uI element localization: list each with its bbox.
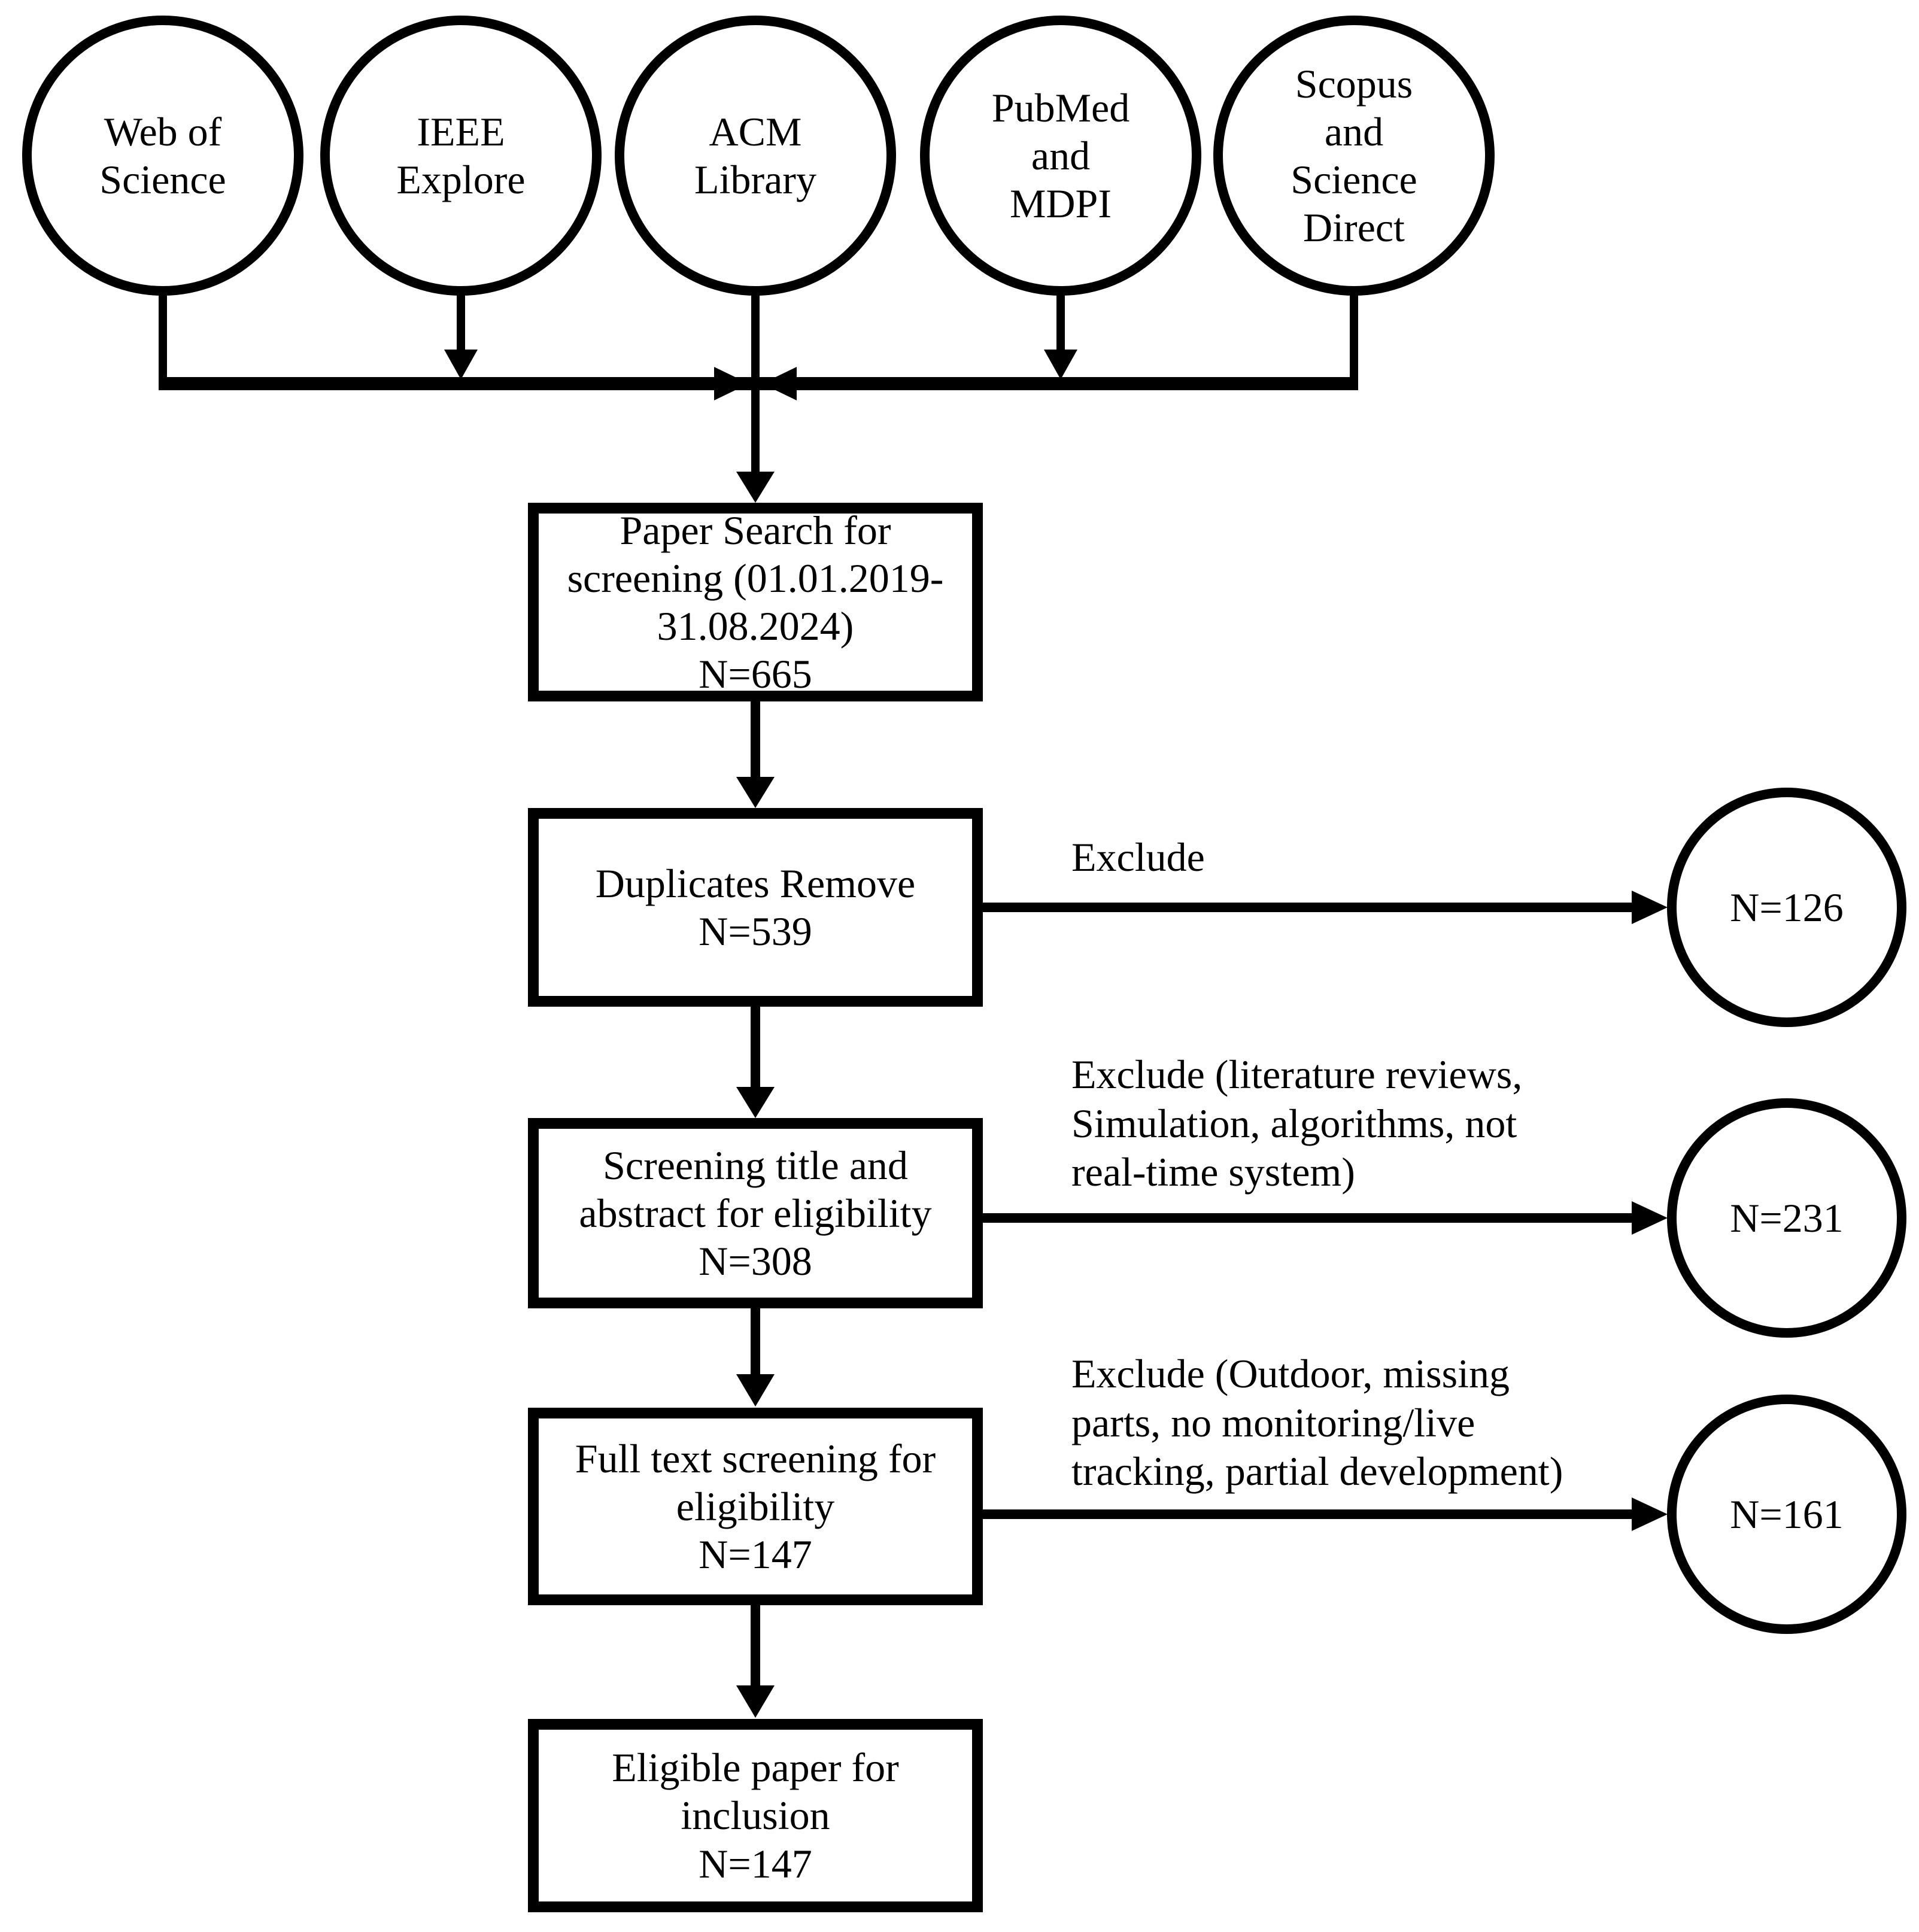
stage-label-duplicates-remove: Duplicates Remove N=539 [595,860,916,954]
exclusion-label-title-screen: Exclude (literature reviews, Simulation,… [1071,1052,1523,1195]
stage-label-paper-search: Paper Search for screening (01.01.2019- … [567,507,944,697]
stage-label-title-abstract-screening: Screening title and abstract for eligibi… [579,1142,932,1284]
exclusion-count-title-screen: N=231 [1730,1195,1844,1241]
source-label-web-of-science: Web of Science [99,108,226,202]
source-circle-scopus-sciencedirect: Scopus and Science Direct [1213,16,1495,296]
arrowhead-into-paper-search [736,472,775,503]
arrowhead-pubmed-mdpi [1044,350,1077,379]
stage-label-eligible-inclusion: Eligible paper for inclusion N=147 [612,1745,899,1887]
exclusion-count-circle-fulltext: N=161 [1667,1395,1906,1634]
arrowhead-ieee-explore [444,350,478,379]
source-circle-pubmed-mdpi: PubMed and MDPI [920,16,1201,296]
source-circle-acm-library: ACM Library [615,16,896,296]
stage-box-duplicates-remove: Duplicates Remove N=539 [528,808,983,1007]
arrowhead-eligible [736,1685,775,1718]
stage-label-fulltext-screening: Full text screening for eligibility N=14… [575,1435,936,1578]
exclude-arrowhead-duplicates [1632,891,1668,924]
source-label-scopus-sciencedirect: Scopus and Science Direct [1291,60,1417,251]
arrowhead-title-screen [736,1087,775,1118]
arrowhead-fulltext [736,1374,775,1407]
arrowhead-duplicates [736,777,775,808]
source-label-ieee-explore: IEEE Explore [396,108,526,202]
exclusion-count-circle-duplicates: N=126 [1667,788,1906,1027]
exclusion-label-fulltext: Exclude (Outdoor, missing parts, no moni… [1071,1351,1563,1494]
source-circle-web-of-science: Web of Science [22,16,303,296]
source-label-acm-library: ACM Library [694,108,816,202]
source-circle-ieee-explore: IEEE Explore [320,16,602,296]
exclusion-label-duplicates: Exclude [1071,834,1205,880]
exclude-arrowhead-fulltext [1632,1497,1668,1531]
stage-box-paper-search: Paper Search for screening (01.01.2019- … [528,503,983,701]
exclusion-count-circle-title-screen: N=231 [1667,1098,1906,1338]
stage-box-title-abstract-screening: Screening title and abstract for eligibi… [528,1118,983,1308]
converge-arrowhead-right [762,367,797,400]
stage-box-eligible-inclusion: Eligible paper for inclusion N=147 [528,1719,983,1912]
exclude-arrowhead-title-screen [1632,1201,1668,1235]
converge-arrowhead-left [714,367,749,400]
source-label-pubmed-mdpi: PubMed and MDPI [991,84,1130,227]
stage-box-fulltext-screening: Full text screening for eligibility N=14… [528,1408,983,1605]
exclusion-count-fulltext: N=161 [1730,1491,1844,1537]
exclusion-count-duplicates: N=126 [1730,884,1844,930]
